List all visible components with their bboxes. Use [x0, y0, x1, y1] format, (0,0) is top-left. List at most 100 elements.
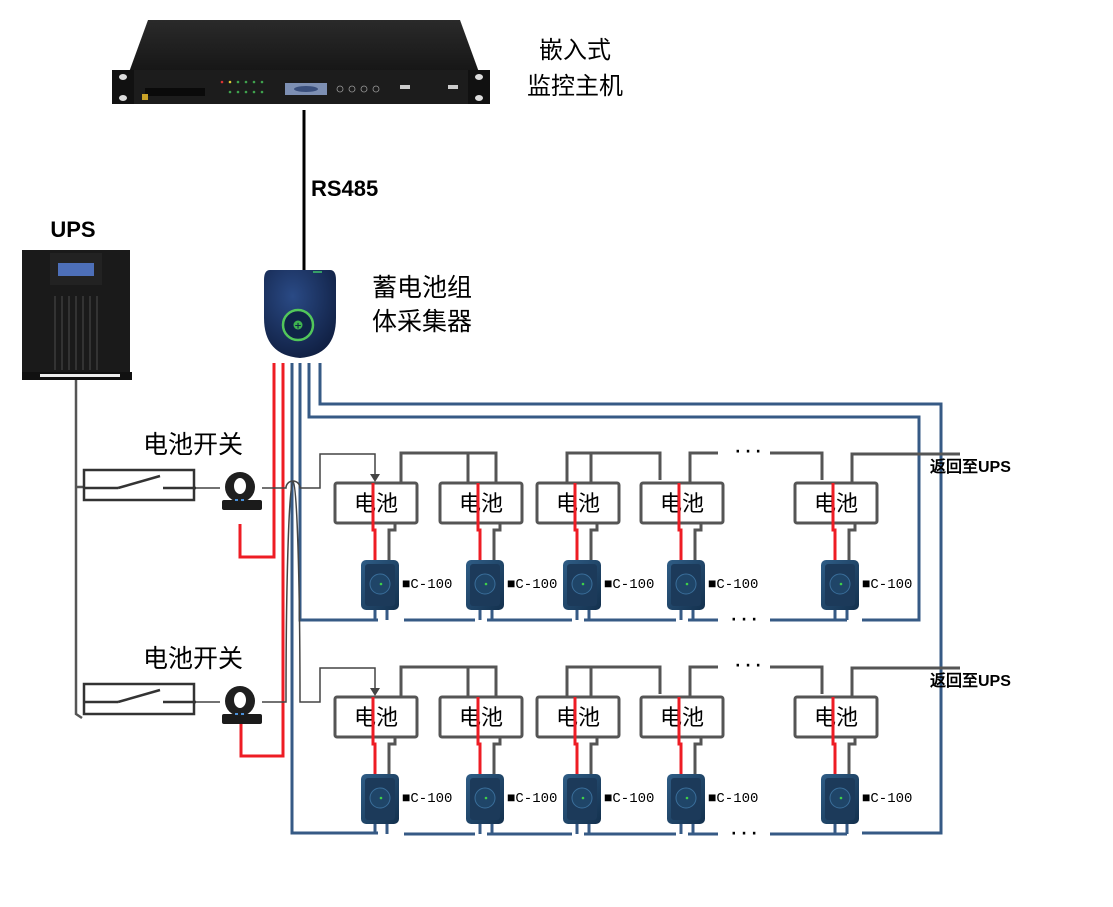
host-label-line2: 监控主机 [527, 72, 623, 100]
battery-label: 电池 [814, 706, 858, 731]
battery-link [770, 665, 824, 694]
battery-switch-label: 电池开关 [143, 644, 243, 673]
battery-cell: 电池 ■C-100 [438, 695, 557, 834]
battery-label: 电池 [459, 706, 503, 731]
bus-ellipsis: · · · [731, 826, 757, 842]
sense-wire-negative [847, 738, 857, 774]
sense-wire-positive [371, 483, 377, 560]
module-model-label: ■C-100 [604, 791, 654, 807]
chain-ellipsis: · · · [735, 444, 761, 460]
sense-wire-positive [573, 697, 579, 774]
module-model-label: ■C-100 [507, 791, 557, 807]
sense-wire-positive [476, 483, 482, 560]
battery-box [438, 695, 524, 739]
return-to-ups-label: 返回至UPS [930, 671, 1011, 690]
string-feed-line [196, 480, 376, 703]
battery-cell: 电池 ■C-100 [793, 695, 912, 834]
battery-string-1: 电池开关· · ·返回至UPS电池■C-100电池■C-100电池■C-100电… [82, 430, 1011, 628]
battery-cell: 电池 ■C-100 [333, 695, 452, 834]
ups-feed-line [74, 380, 83, 720]
battery-box [639, 481, 725, 525]
module-model-label: ■C-100 [862, 791, 912, 807]
host-label-line1: 嵌入式 [539, 36, 611, 64]
module-model-label: ■C-100 [862, 577, 912, 593]
sense-wire-positive [677, 697, 683, 774]
current-sensor [222, 686, 262, 724]
sense-wire-negative [492, 738, 502, 774]
battery-label: 电池 [660, 492, 704, 517]
sense-wire-negative [492, 524, 502, 560]
sense-wire-negative [387, 524, 397, 560]
sense-wire-positive [677, 483, 683, 560]
battery-monitor-module [667, 560, 705, 610]
module-model-label: ■C-100 [507, 577, 557, 593]
ups-label: UPS [50, 217, 95, 242]
battery-cell: 电池 ■C-100 [639, 481, 758, 620]
battery-box [535, 481, 621, 525]
module-model-label: ■C-100 [708, 577, 758, 593]
collector-label-line1: 蓄电池组 [372, 273, 472, 302]
sense-wire-positive [573, 483, 579, 560]
bus-ellipsis: · · · [731, 612, 757, 628]
battery-monitor-module [821, 774, 859, 824]
battery-label: 电池 [814, 492, 858, 517]
collector-label-line2: 体采集器 [372, 307, 472, 336]
battery-box [438, 481, 524, 525]
arrow-down-icon [370, 688, 380, 696]
return-to-ups-label: 返回至UPS [930, 457, 1011, 476]
battery-cell: 电池 ■C-100 [438, 481, 557, 620]
battery-label: 电池 [459, 492, 503, 517]
battery-box [639, 695, 725, 739]
battery-label: 电池 [354, 706, 398, 731]
plus-icon: + [294, 322, 302, 332]
sense-wire-negative [847, 524, 857, 560]
battery-monitor-module [466, 560, 504, 610]
sense-wire-positive [831, 483, 837, 560]
module-model-label: ■C-100 [402, 791, 452, 807]
module-model-label: ■C-100 [708, 791, 758, 807]
battery-box [793, 481, 879, 525]
battery-label: 电池 [556, 706, 600, 731]
battery-cell: 电池 ■C-100 [793, 481, 912, 620]
chain-ellipsis: · · · [735, 658, 761, 674]
sense-wire-positive [831, 697, 837, 774]
battery-monitor-module [667, 774, 705, 824]
battery-cell: 电池 ■C-100 [535, 481, 654, 620]
sense-wire-positive [476, 697, 482, 774]
collector-device: + [264, 270, 336, 358]
battery-box [793, 695, 879, 739]
battery-box [333, 695, 419, 739]
battery-string-2: 电池开关· · ·返回至UPS电池■C-100电池■C-100电池■C-100电… [82, 480, 1011, 842]
sense-wire-negative [693, 524, 703, 560]
current-sensor [222, 472, 262, 510]
string-feed-line [196, 453, 376, 489]
battery-switch-label: 电池开关 [143, 430, 243, 459]
battery-monitor-module [466, 774, 504, 824]
battery-label: 电池 [556, 492, 600, 517]
rack-ear-left [112, 70, 134, 104]
battery-cell: 电池 ■C-100 [535, 695, 654, 834]
battery-monitor-module [361, 560, 399, 610]
rack-ear-right [468, 70, 490, 104]
battery-cell: 电池 ■C-100 [639, 695, 758, 834]
sense-wire-negative [387, 738, 397, 774]
battery-switch[interactable] [82, 468, 196, 502]
battery-label: 电池 [660, 706, 704, 731]
ups-display [58, 263, 94, 276]
battery-switch[interactable] [82, 682, 196, 716]
battery-box [333, 481, 419, 525]
arrow-down-icon [370, 474, 380, 482]
sense-wire-negative [589, 738, 599, 774]
ups-device [22, 250, 132, 380]
rs485-label: RS485 [311, 176, 378, 201]
battery-monitor-module [821, 560, 859, 610]
sense-wire-negative [589, 524, 599, 560]
sense-wire-negative [693, 738, 703, 774]
module-model-label: ■C-100 [604, 577, 654, 593]
battery-label: 电池 [354, 492, 398, 517]
battery-box [535, 695, 621, 739]
battery-monitor-module [563, 774, 601, 824]
battery-monitor-module [361, 774, 399, 824]
battery-link [770, 451, 824, 480]
